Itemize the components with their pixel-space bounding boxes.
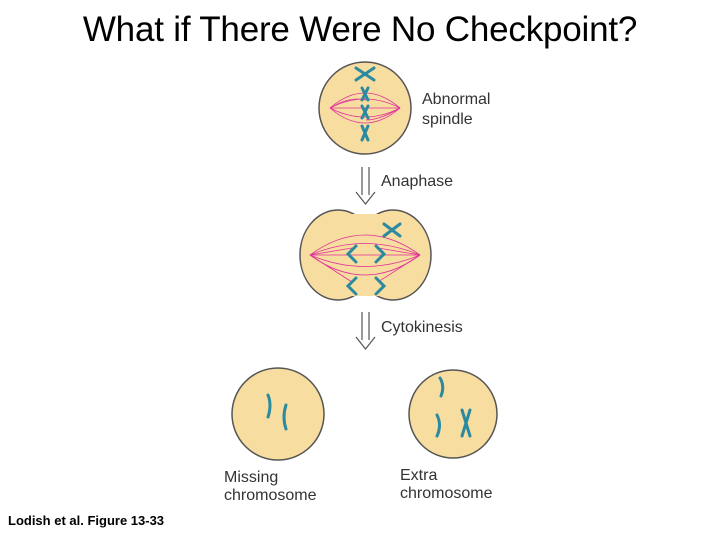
chromosomes [435, 376, 472, 438]
slide-title: What if There Were No Checkpoint? [82, 10, 638, 49]
missing-label-line1: Missing [224, 469, 278, 486]
abnormal-label-line2: spindle [422, 111, 473, 128]
figure-credit: Lodish et al. Figure 13-33 [8, 513, 165, 528]
spindle-fibers [309, 234, 421, 283]
abnormal-label-line1: Abnormal [422, 91, 490, 108]
cell-body [231, 367, 325, 461]
anaphase-cell [299, 209, 432, 301]
chromosomes [266, 393, 288, 431]
extra-label-line1: Extra [400, 467, 437, 484]
chromosomes [354, 66, 376, 142]
missing-label-line2: chromosome [224, 487, 317, 504]
cytokinesis-label: Cytokinesis [381, 319, 463, 336]
daughter-cell-extra [408, 369, 498, 459]
extra-label-line2: chromosome [400, 485, 493, 502]
down-arrow-1 [355, 167, 376, 205]
chromosomes [345, 222, 402, 296]
anaphase-label: Anaphase [381, 173, 453, 190]
metaphase-cell [318, 61, 412, 155]
down-arrow-2 [355, 312, 376, 350]
daughter-cell-missing [231, 367, 325, 461]
cell-body [408, 369, 498, 459]
